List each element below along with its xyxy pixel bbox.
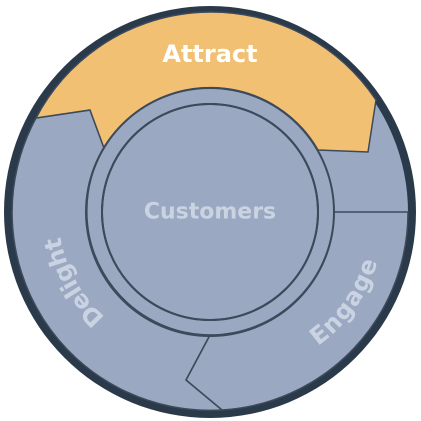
center-label: Customers (144, 200, 276, 225)
hub-outer-ring (85, 87, 335, 337)
segment-delight[interactable] (11, 109, 224, 412)
attract-label: Attract (162, 40, 257, 68)
hub-inner-stroke (101, 103, 319, 321)
